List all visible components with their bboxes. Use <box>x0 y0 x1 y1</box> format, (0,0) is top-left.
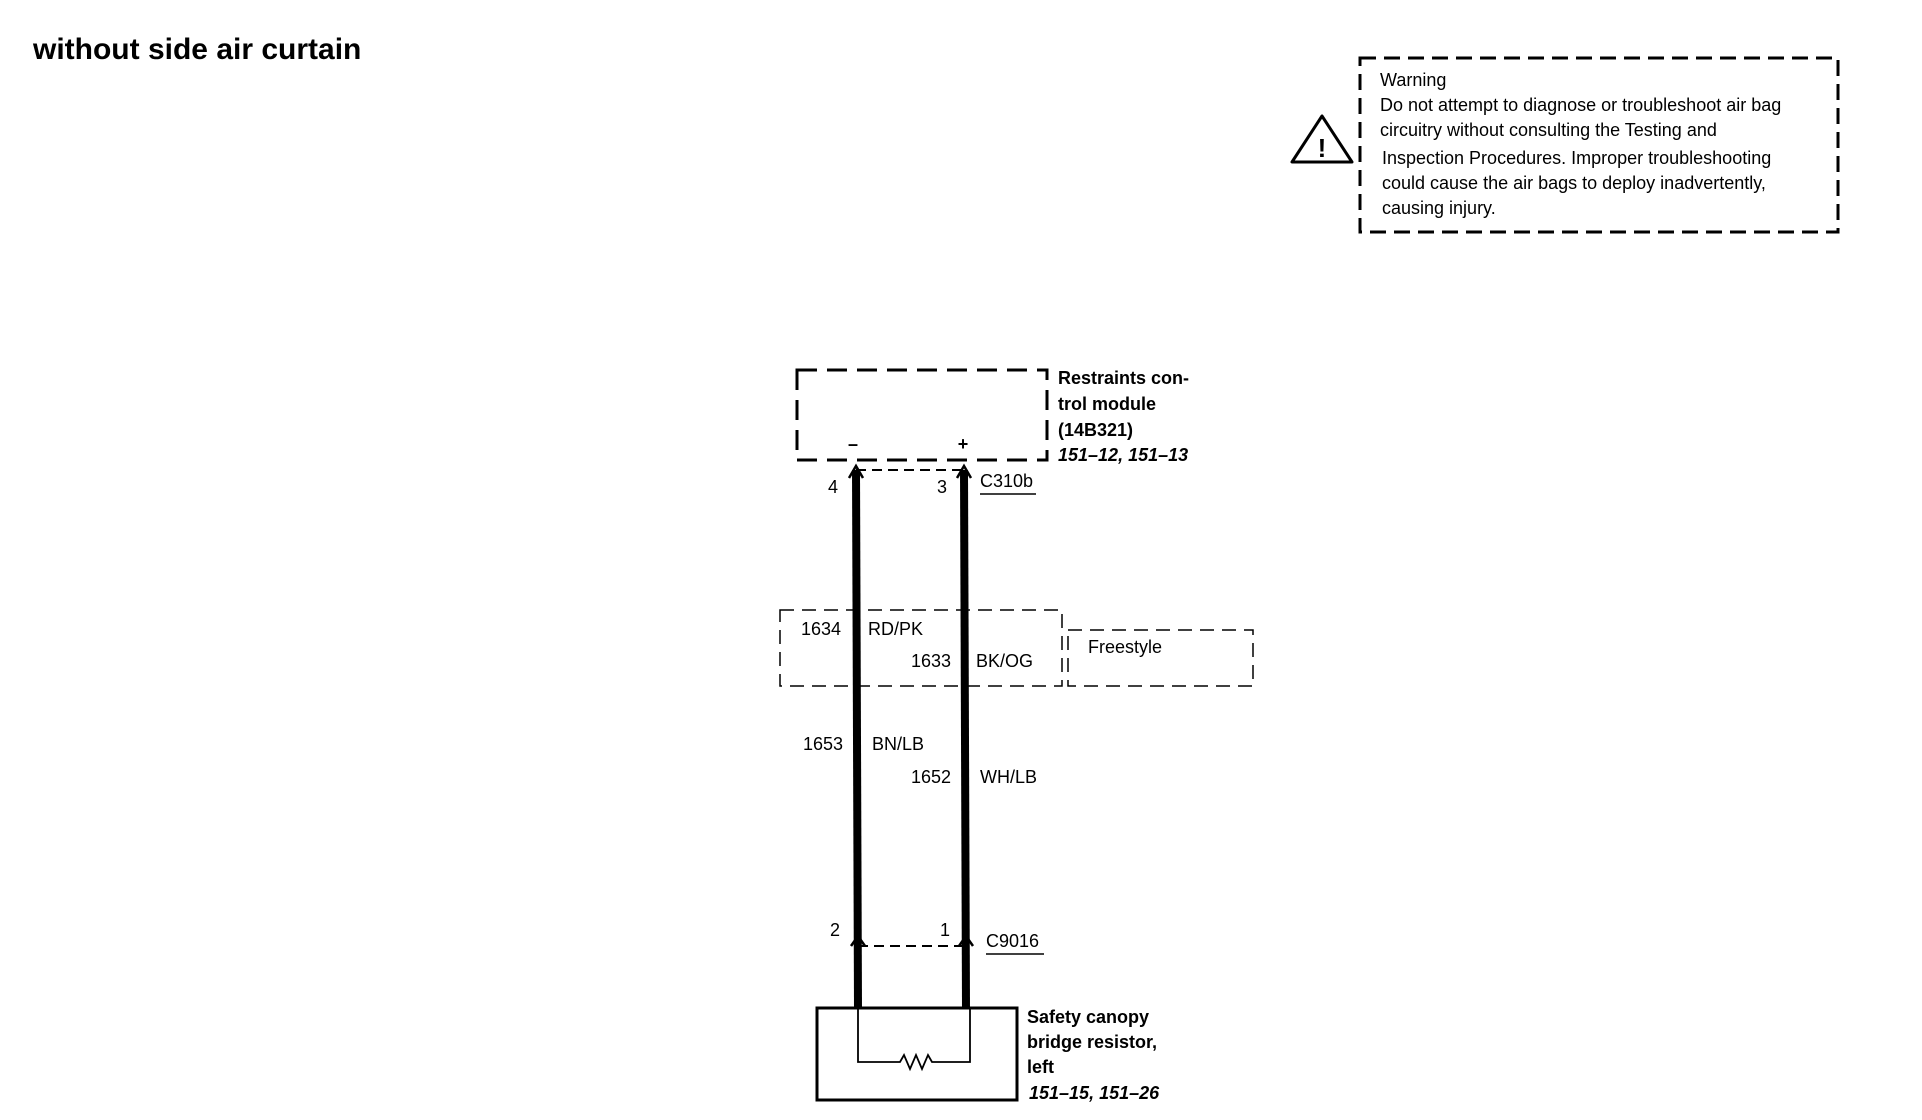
resistor-icon <box>857 1008 971 1072</box>
module-name-line: (14B321) <box>1058 420 1133 440</box>
warning-triangle-icon: ! <box>1290 114 1354 164</box>
module-name-line: Restraints con- <box>1058 368 1189 388</box>
freestyle-option-group: Freestyle 1634 RD/PK 1633 BK/OG <box>779 609 1254 687</box>
connector-c9016: 2 1 C9016 <box>830 920 1044 955</box>
warning-line: circuitry without consulting the Testing… <box>1380 120 1717 140</box>
connector-name: C9016 <box>986 931 1039 951</box>
freestyle-box <box>1067 629 1254 687</box>
wire-color-code: BN/LB <box>872 734 924 754</box>
pin-label: 3 <box>937 477 947 497</box>
resistor-refs: 151–15, 151–26 <box>1029 1083 1160 1103</box>
resistor-housing <box>815 1006 1019 1102</box>
resistor-name-line: bridge resistor, <box>1027 1032 1157 1052</box>
warning-line: causing injury. <box>1382 198 1496 218</box>
page-title: without side air curtain <box>32 33 361 66</box>
wire-circuit-number: 1633 <box>911 651 951 671</box>
wire-circuit-number: 1652 <box>911 767 951 787</box>
wire-left <box>852 469 862 1009</box>
resistor-name-line: left <box>1027 1057 1054 1077</box>
wire-right <box>960 469 970 1009</box>
pin-label: 1 <box>940 920 950 940</box>
svg-text:!: ! <box>1318 133 1327 163</box>
warning-block: ! Warning Do not attempt to diagnose or … <box>1290 56 1840 234</box>
module-refs: 151–12, 151–13 <box>1058 445 1188 465</box>
freestyle-label: Freestyle <box>1088 637 1162 657</box>
connector-name: C310b <box>980 471 1033 491</box>
wire-color-code: BK/OG <box>976 651 1033 671</box>
warning-line: Inspection Procedures. Improper troubles… <box>1382 148 1771 168</box>
module-box <box>795 368 1049 462</box>
pin-label: 4 <box>828 477 838 497</box>
wire-circuit-number: 1653 <box>803 734 843 754</box>
warning-heading: Warning <box>1380 70 1446 90</box>
warning-line: could cause the air bags to deploy inadv… <box>1382 173 1766 193</box>
wire-circuit-number: 1634 <box>801 619 841 639</box>
module-minus-label: – <box>848 434 858 454</box>
module-name-line: trol module <box>1058 394 1156 414</box>
warning-line: Do not attempt to diagnose or troublesho… <box>1380 95 1781 115</box>
resistor-name-line: Safety canopy <box>1027 1007 1149 1027</box>
pin-label: 2 <box>830 920 840 940</box>
wire-color-code: WH/LB <box>980 767 1037 787</box>
module-plus-label: + <box>958 434 969 454</box>
restraints-control-module: – + Restraints con- trol module (14B321)… <box>795 368 1189 465</box>
wire-color-code: RD/PK <box>868 619 923 639</box>
connector-c310b: 4 3 C310b <box>828 463 1036 497</box>
safety-canopy-bridge-resistor: Safety canopy bridge resistor, left 151–… <box>815 1006 1160 1103</box>
warning-box <box>1358 56 1840 234</box>
